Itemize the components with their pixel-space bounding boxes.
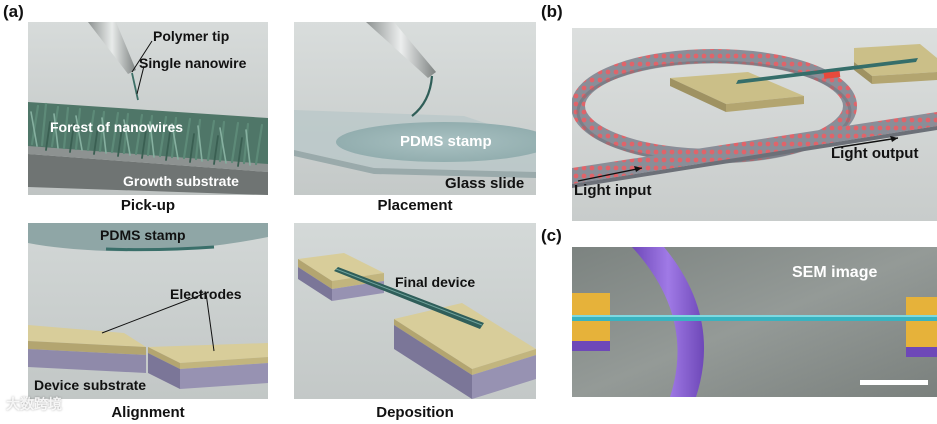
single-nanowire [131,72,139,101]
caption-alignment: Alignment [111,404,185,421]
sem-illustration [572,247,937,397]
caption-pickup: Pick-up [120,197,176,214]
label-light-input: Light input [574,182,652,199]
deposition-illustration [294,223,536,399]
label-growth-substrate: Growth substrate [123,173,239,189]
bus-waveguide [572,112,937,184]
watermark: 大数跨境 [6,396,62,412]
nanowire [736,58,918,84]
electrode-inner [670,72,804,104]
label-electrodes: Electrodes [170,286,242,302]
label-light-output: Light output [831,145,919,162]
polymer-tip [88,22,136,74]
electrode-left [298,253,384,281]
coupling-spot [823,71,841,79]
panel-letter-c: (c) [541,226,562,245]
panel-letter-a: (a) [3,2,24,21]
pdms-stamp [28,223,268,252]
label-single-nanowire: Single nanowire [139,55,247,71]
label-forest-of-nanowires: Forest of nanowires [50,119,184,135]
sem-image: SEM image [572,247,937,397]
ring-resonator-scene: Light input Light output [572,28,937,221]
pickup-illustration [28,22,268,195]
nanowire-forest [28,102,268,167]
polymer-tip [366,22,436,78]
caption-placement: Placement [377,197,453,214]
ring-resonator-illustration [572,28,937,221]
electrode-right [148,343,268,363]
caption-deposition: Deposition [376,404,454,421]
scale-bar [860,380,928,385]
label-glass-slide: Glass slide [445,175,525,192]
ring-segment [632,247,705,397]
nanowire [105,245,215,252]
nanowire [411,75,434,117]
electrode-right [906,297,937,351]
electrode-left [28,325,146,347]
electrode-outer [854,44,937,76]
label-pdms-stamp: PDMS stamp [400,133,492,150]
pickup-scene: Polymer tip Single nanowire Forest of na… [28,22,268,195]
nanowire [572,315,937,321]
pdms-stamp [336,122,536,162]
label-pdms-stamp-alignment: PDMS stamp [100,227,186,243]
placement-illustration [294,22,536,195]
alignment-scene: PDMS stamp Electrodes Device substrate [28,223,268,399]
placement-scene: PDMS stamp Glass slide [294,22,536,195]
label-polymer-tip: Polymer tip [153,28,230,44]
alignment-illustration [28,223,268,399]
electrode-right [394,303,536,369]
label-final-device: Final device [395,274,476,290]
label-device-substrate: Device substrate [34,377,147,393]
panel-letter-b: (b) [541,2,563,21]
label-sem-image: SEM image [792,264,878,281]
deposition-scene: Final device [294,223,536,399]
